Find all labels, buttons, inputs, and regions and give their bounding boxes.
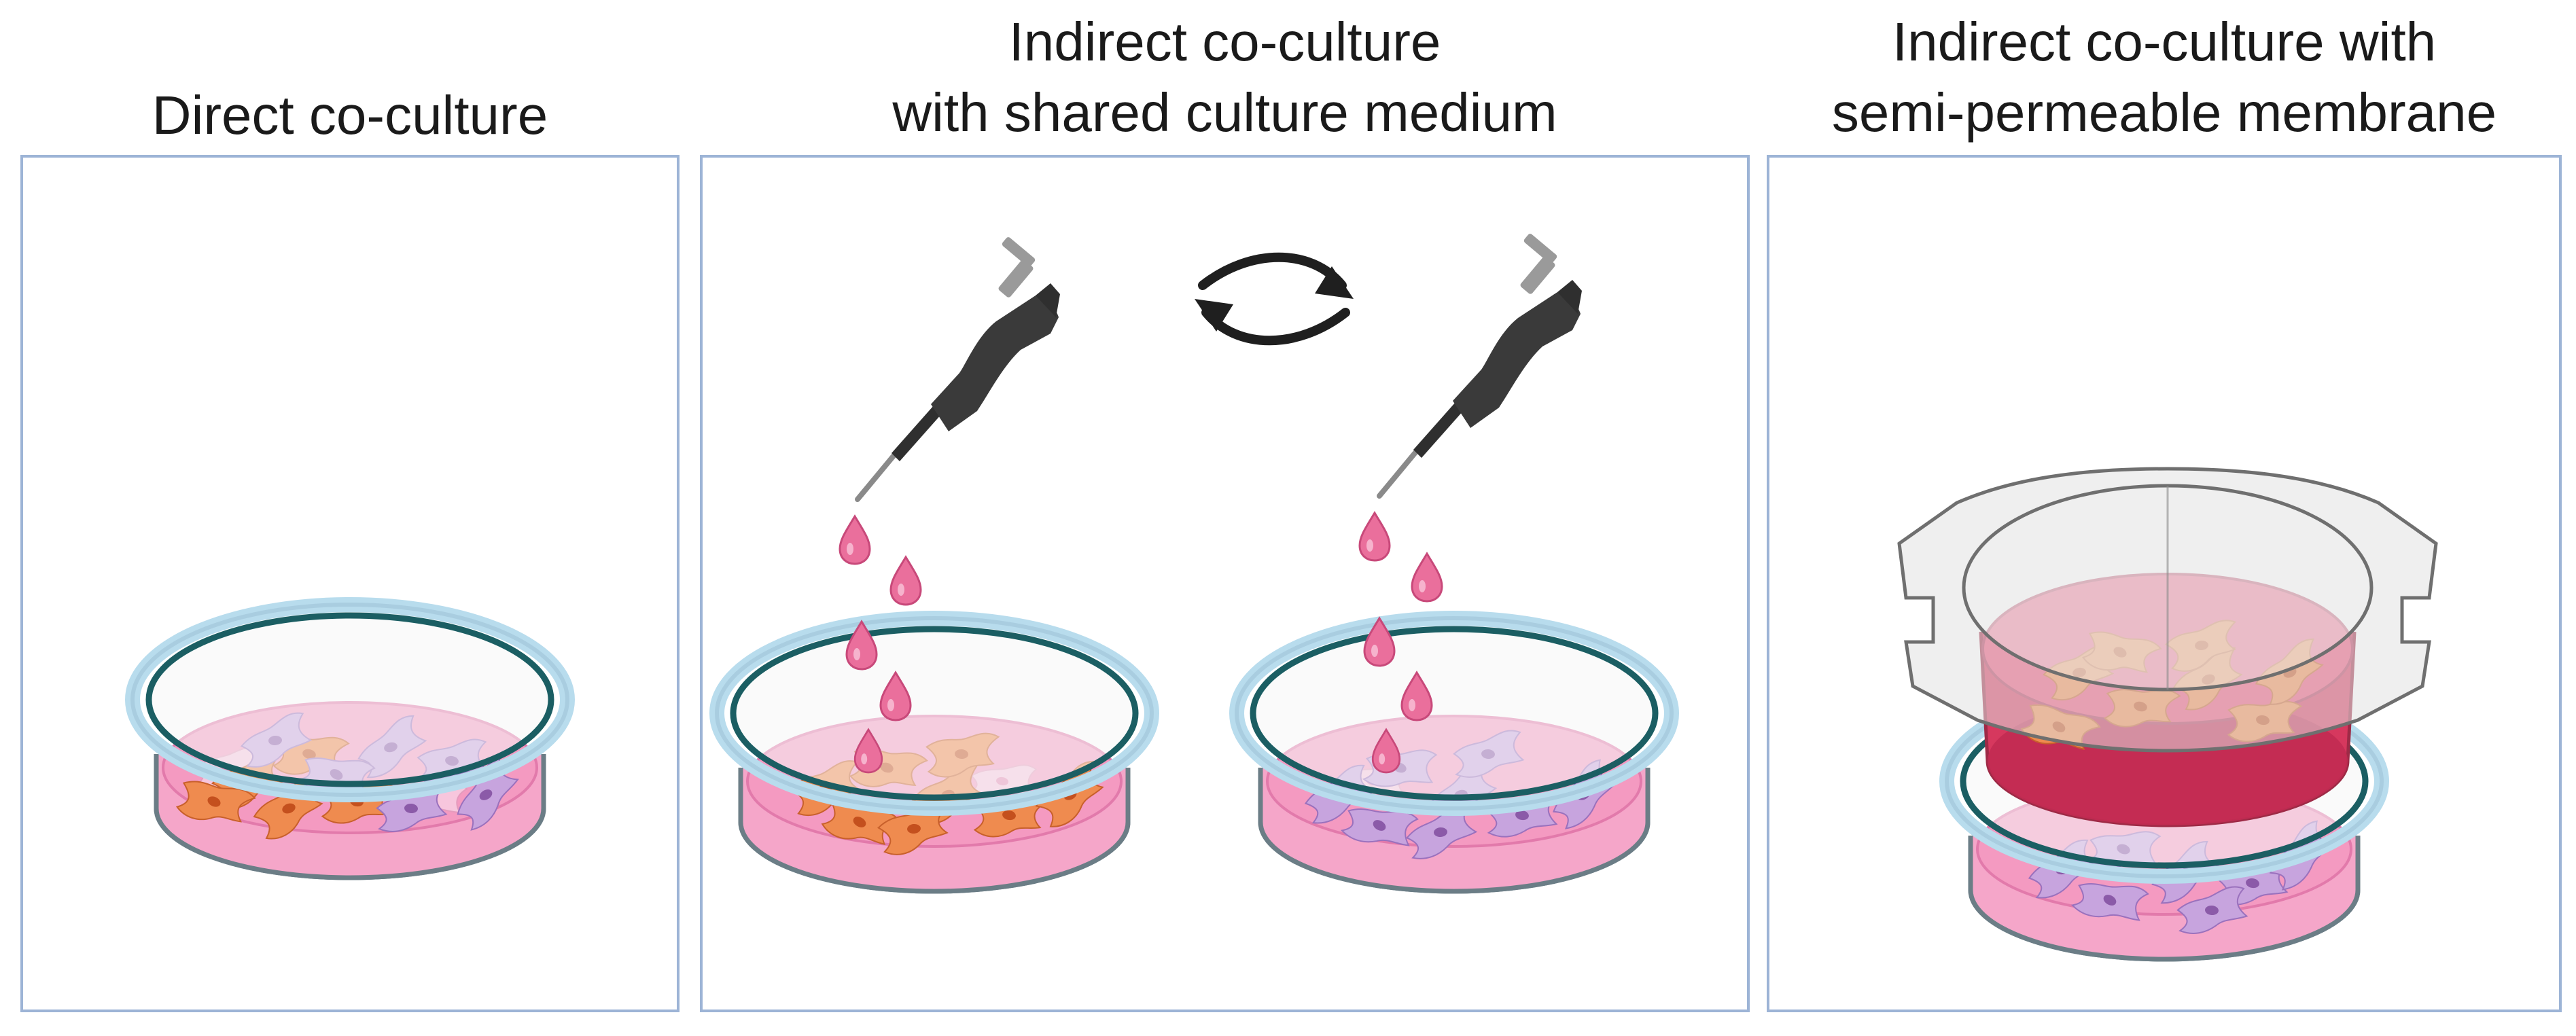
pipette-icon bbox=[858, 236, 1060, 499]
petri-dish-icon bbox=[717, 618, 1152, 891]
panel-3-title-line-1: Indirect co-culture with bbox=[1892, 12, 2437, 72]
droplet-icon bbox=[839, 515, 871, 565]
transwell-insert-icon bbox=[1897, 467, 2438, 827]
panel-3-title: Indirect co-culture with semi-permeable … bbox=[1767, 7, 2562, 148]
exchange-arrows-icon bbox=[1195, 252, 1354, 346]
panel-3-title-line-2: semi-permeable membrane bbox=[1831, 82, 2497, 143]
petri-dish-icon bbox=[1237, 618, 1672, 891]
pipette-icon bbox=[1379, 233, 1582, 496]
panel-2-title: Indirect co-culture with shared culture … bbox=[700, 7, 1750, 148]
droplet-icon bbox=[889, 556, 922, 606]
droplet-icon bbox=[1411, 552, 1443, 603]
panel-2-title-line-1: Indirect co-culture bbox=[1008, 12, 1441, 72]
panel-1-title: Direct co-culture bbox=[20, 80, 680, 151]
panel-1-title-line-1: Direct co-culture bbox=[152, 85, 548, 145]
panel-2-title-line-2: with shared culture medium bbox=[892, 82, 1557, 143]
petri-dish-icon bbox=[133, 605, 567, 878]
droplet-icon bbox=[1358, 512, 1391, 562]
